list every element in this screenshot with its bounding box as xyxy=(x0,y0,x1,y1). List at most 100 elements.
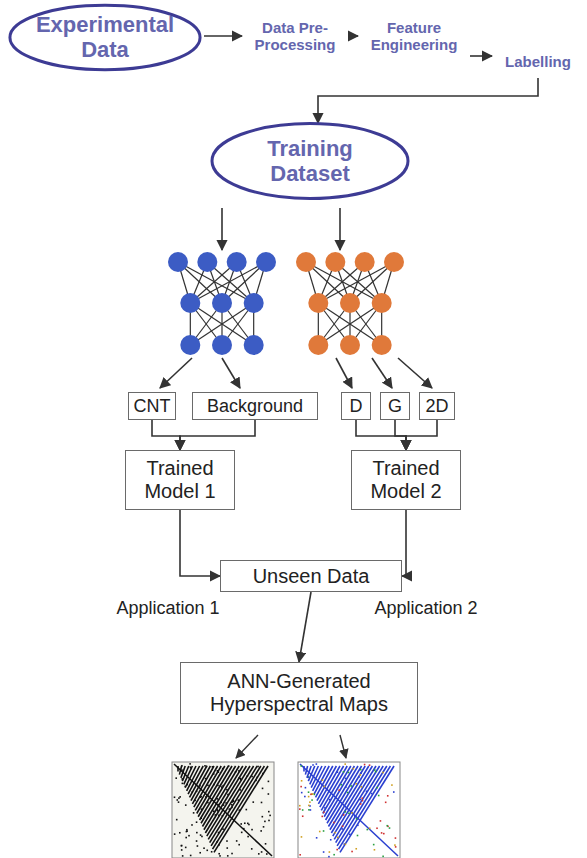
map-dot xyxy=(200,796,202,798)
map-dot xyxy=(238,770,240,772)
net-neuron xyxy=(168,252,188,272)
map-dot xyxy=(301,792,303,794)
net-neuron xyxy=(296,252,316,272)
map-dot xyxy=(186,831,188,833)
map-dot xyxy=(395,837,397,839)
map-dot xyxy=(236,840,238,842)
map-dot xyxy=(247,823,249,825)
map-dot xyxy=(376,787,378,789)
map-dot xyxy=(193,812,195,814)
map-dot xyxy=(375,771,377,773)
map-stroke xyxy=(300,764,398,856)
map-dot xyxy=(181,845,183,847)
map-dot xyxy=(231,804,233,806)
net-neuron xyxy=(308,293,328,313)
map-dot xyxy=(264,821,266,823)
map-dot xyxy=(359,774,361,776)
map-dot xyxy=(218,832,220,834)
map-dot xyxy=(352,768,354,770)
net-neuron xyxy=(212,293,232,313)
map-dot xyxy=(182,783,184,785)
map-dot xyxy=(268,793,270,795)
process-step: Feature Engineering xyxy=(360,12,468,60)
connector xyxy=(406,420,437,450)
map-dot xyxy=(225,802,227,804)
map-dot xyxy=(348,772,350,774)
map-dot xyxy=(338,789,340,791)
class-box: CNT xyxy=(128,392,176,420)
map-dot xyxy=(190,766,192,768)
map-dot xyxy=(222,815,224,817)
map-dot xyxy=(232,800,234,802)
text-holder: ANN-Generated Hyperspectral Maps xyxy=(186,670,412,716)
map-dot xyxy=(387,825,389,827)
map-dot xyxy=(211,851,213,853)
map-dot xyxy=(218,853,220,855)
map-dot xyxy=(343,771,345,773)
map-dot xyxy=(366,791,368,793)
map-dot xyxy=(304,796,306,798)
map-dot xyxy=(247,836,249,838)
map-dot xyxy=(207,785,209,787)
arrow xyxy=(340,735,346,758)
map-dot xyxy=(181,845,183,847)
map-dot xyxy=(305,787,307,789)
map-dot xyxy=(345,778,347,780)
node-text: ANN-Generated Hyperspectral Maps xyxy=(186,670,412,716)
map-dot xyxy=(308,796,310,798)
map-dot xyxy=(355,783,357,785)
map-dot xyxy=(310,794,312,796)
map-dot xyxy=(344,763,346,765)
map-dot xyxy=(178,797,180,799)
map-dot xyxy=(265,843,267,845)
net-neuron xyxy=(340,335,360,355)
map-dot xyxy=(191,791,193,793)
text-holder: Feature Engineering xyxy=(364,19,464,54)
connector xyxy=(318,78,538,123)
map-dot xyxy=(312,764,314,766)
arrow xyxy=(372,358,392,388)
map-dot xyxy=(312,793,314,795)
map-dot xyxy=(351,851,353,853)
map-dot xyxy=(240,779,242,781)
map-dot xyxy=(358,776,360,778)
map-dot xyxy=(220,785,222,787)
map-dot xyxy=(366,829,368,831)
map-dot xyxy=(361,786,363,788)
node-text: 2D xyxy=(425,396,448,417)
map-dot xyxy=(186,784,188,786)
net-neuron xyxy=(308,335,328,355)
map-dot xyxy=(308,809,310,811)
class-box: D xyxy=(341,392,371,420)
map-dot xyxy=(175,777,177,779)
map-dot xyxy=(345,844,347,846)
connector xyxy=(299,592,311,662)
map-dot xyxy=(342,825,344,827)
connector xyxy=(470,55,492,57)
map-dot xyxy=(258,853,260,855)
map-dot xyxy=(205,778,207,780)
map-dot xyxy=(185,804,187,806)
map-dot xyxy=(262,816,264,818)
map-dot xyxy=(226,789,228,791)
map-dot xyxy=(205,796,207,798)
map-dot xyxy=(201,808,203,810)
map-dot xyxy=(351,812,353,814)
class-box: G xyxy=(380,392,410,420)
map-dot xyxy=(196,832,198,834)
map-dot xyxy=(334,832,336,834)
map-dot xyxy=(386,825,388,827)
application-label: Application 1 xyxy=(108,598,228,620)
map-dot xyxy=(221,786,223,788)
node-text: Background xyxy=(207,396,303,417)
map-dot xyxy=(395,846,397,848)
map-dot xyxy=(216,809,218,811)
map-dot xyxy=(319,831,321,833)
map-dot xyxy=(299,808,301,810)
map-dot xyxy=(181,769,183,771)
map-dot xyxy=(301,780,303,782)
map-dot xyxy=(263,826,265,828)
map-dot xyxy=(238,777,240,779)
map-dot xyxy=(204,765,206,767)
